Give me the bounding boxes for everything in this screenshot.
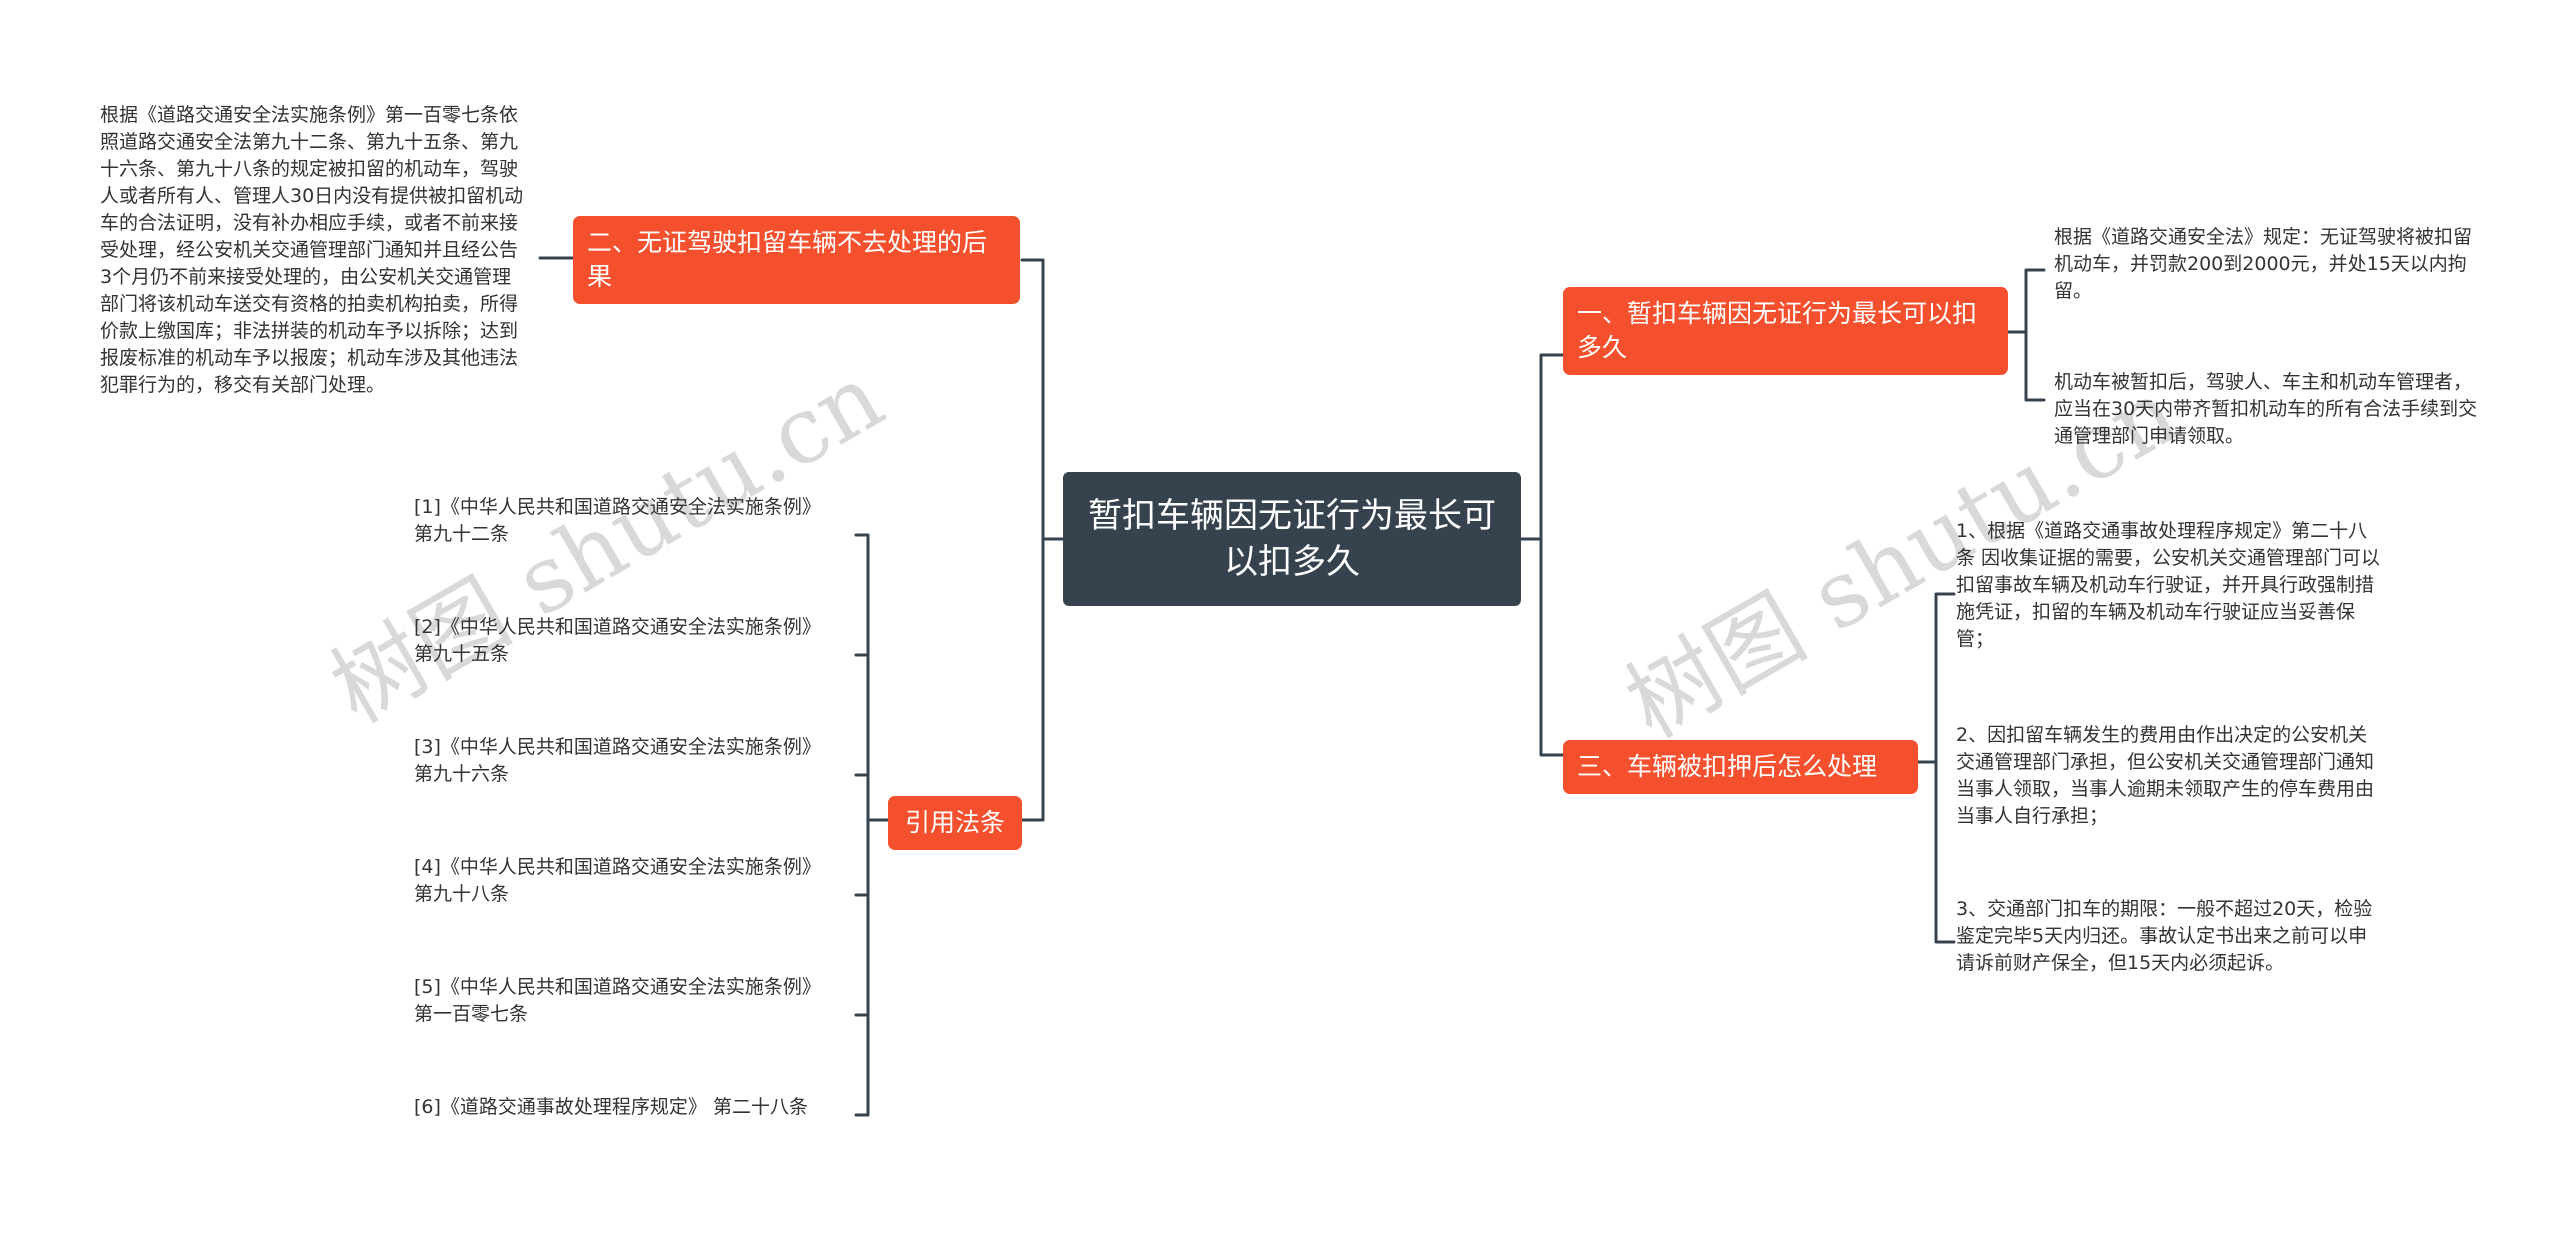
leaf-text: [2]《中华人民共和国道路交通安全法实施条例》 第九十五条 <box>414 616 821 665</box>
branch-title: 一、暂扣车辆因无证行为最长可以扣多久 <box>1577 299 1978 362</box>
branch-node-1[interactable]: 一、暂扣车辆因无证行为最长可以扣多久 <box>1563 287 2008 375</box>
leaf-text: 1、根据《道路交通事故处理程序规定》第二十八条 因收集证据的需要，公安机关交通管… <box>1956 520 2381 650</box>
leaf-text: 根据《道路交通安全法》规定：无证驾驶将被扣留机动车，并罚款200到2000元，并… <box>2054 226 2473 302</box>
leaf-text: 根据《道路交通安全法实施条例》第一百零七条依照道路交通安全法第九十二条、第九十五… <box>100 104 524 396</box>
branch-title: 引用法条 <box>904 808 1005 837</box>
branch-node-3[interactable]: 三、车辆被扣押后怎么处理 <box>1563 740 1918 794</box>
branch-title: 三、车辆被扣押后怎么处理 <box>1577 752 1878 781</box>
leaf-text: [5]《中华人民共和国道路交通安全法实施条例》 第一百零七条 <box>414 976 821 1025</box>
leaf-text: 机动车被暂扣后，驾驶人、车主和机动车管理者，应当在30天内带齐暂扣机动车的所有合… <box>2054 371 2478 447</box>
leaf-text: [4]《中华人民共和国道路交通安全法实施条例》 第九十八条 <box>414 856 821 905</box>
leaf-text: [6]《道路交通事故处理程序规定》 第二十八条 <box>414 1096 808 1118</box>
root-title: 暂扣车辆因无证行为最长可以扣多久 <box>1088 496 1496 582</box>
leaf-text: [1]《中华人民共和国道路交通安全法实施条例》 第九十二条 <box>414 496 821 545</box>
leaf-text: 3、交通部门扣车的期限：一般不超过20天，检验鉴定完毕5天内归还。事故认定书出来… <box>1956 898 2373 974</box>
branch-title: 二、无证驾驶扣留车辆不去处理的后果 <box>587 228 988 291</box>
leaf-text: [3]《中华人民共和国道路交通安全法实施条例》 第九十六条 <box>414 736 821 785</box>
branch-node-4[interactable]: 引用法条 <box>888 796 1022 850</box>
leaf-text: 2、因扣留车辆发生的费用由作出决定的公安机关交通管理部门承担，但公安机关交通管理… <box>1956 724 2375 827</box>
branch-node-2[interactable]: 二、无证驾驶扣留车辆不去处理的后果 <box>573 216 1020 304</box>
root-node[interactable]: 暂扣车辆因无证行为最长可以扣多久 <box>1063 472 1521 606</box>
